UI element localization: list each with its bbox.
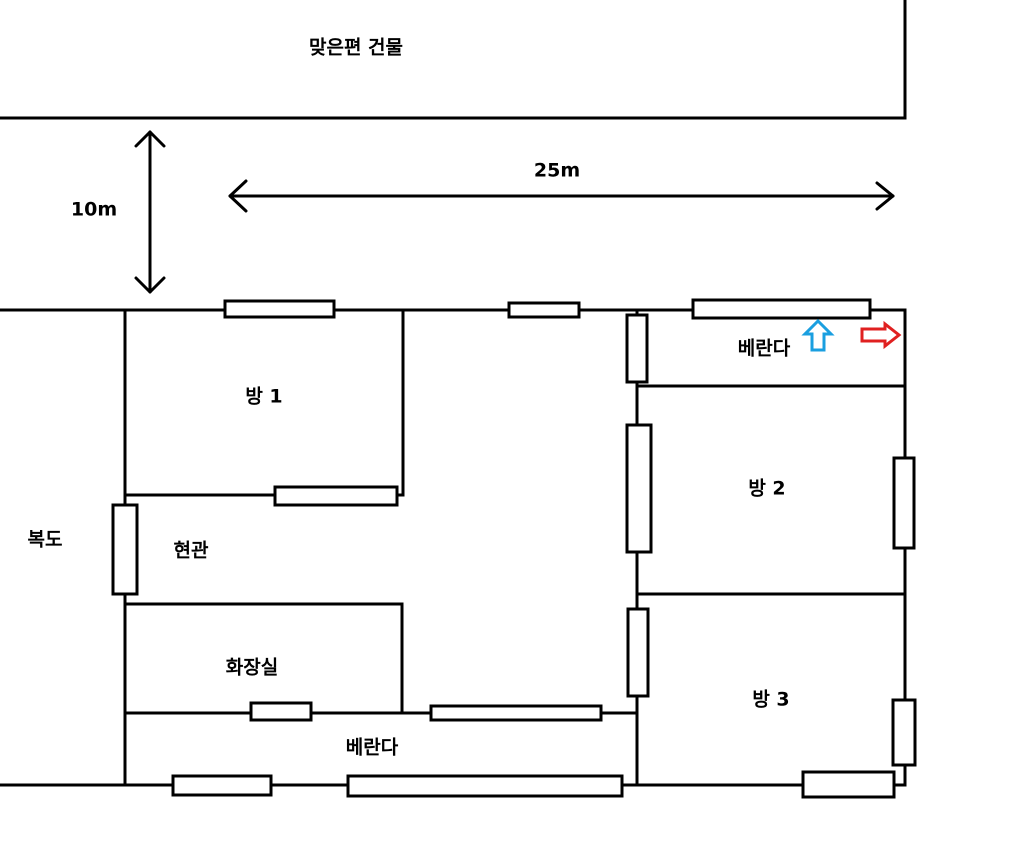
vertical-distance-label: 10m	[71, 199, 117, 221]
entrance-label: 현관	[174, 540, 209, 562]
window-balcony-bottom-right	[346, 774, 624, 798]
room3-label: 방 3	[752, 689, 789, 711]
window-balcony-left	[625, 313, 649, 384]
horizontal-distance-label: 25m	[534, 160, 580, 182]
up-arrow-icon	[801, 318, 835, 352]
balcony-top-label: 베란다	[738, 338, 791, 360]
room2-label: 방 2	[748, 478, 785, 500]
windows	[111, 298, 917, 799]
window-room3-right	[891, 698, 917, 767]
window-balcony-top	[691, 298, 872, 320]
right-arrow-icon	[860, 320, 902, 350]
window-living-bottom	[429, 704, 603, 722]
balcony-bottom-label: 베란다	[346, 737, 399, 759]
door-entrance	[111, 503, 139, 596]
horizontal-distance-arrow: 25m	[228, 160, 895, 213]
door-room1	[273, 485, 399, 507]
door-bathroom	[249, 701, 313, 722]
opposite-building-label: 맞은편 건물	[309, 37, 403, 59]
bathroom-label: 화장실	[226, 657, 278, 679]
room1-label: 방 1	[245, 386, 282, 408]
window-balcony-bottom-left	[171, 774, 273, 797]
hallway-label: 복도	[28, 529, 63, 551]
window-top-middle	[507, 301, 581, 319]
window-room2-right	[892, 456, 916, 550]
window-room1-top	[223, 299, 336, 319]
window-room3-left	[626, 607, 650, 698]
opposite-building: 맞은편 건물	[0, 0, 907, 120]
window-room2-left	[625, 423, 653, 554]
vertical-distance-arrow: 10m	[71, 130, 166, 294]
window-room3-bottom	[801, 770, 896, 799]
